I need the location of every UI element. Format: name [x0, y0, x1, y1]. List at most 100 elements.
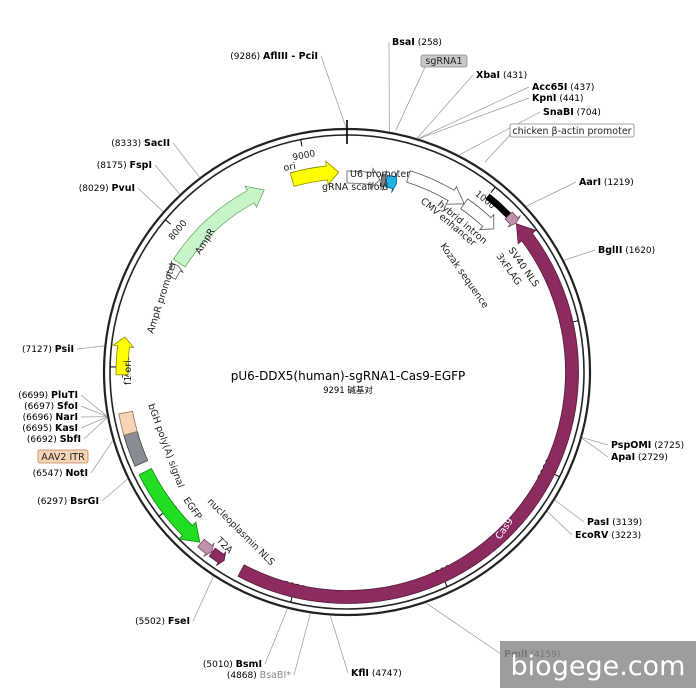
tick-mark — [490, 186, 496, 193]
site-label: XbaI (431) — [476, 70, 527, 81]
site-label: PspOMI (2725) — [611, 440, 684, 451]
site-label: KpnI (441) — [532, 93, 584, 104]
u6-promoter-arrow — [346, 167, 381, 190]
site-label: PasI (3139) — [587, 517, 642, 528]
site-label: BsaI (258) — [392, 37, 442, 48]
site-label: (6692) SbfI — [27, 434, 81, 445]
restriction-sites: BsaI (258) XbaI (431) Acc65I (437)KpnI (44… — [18, 37, 684, 681]
restriction-site: (6699) PluTI — [18, 390, 108, 417]
sv40-nls-arrow — [504, 211, 521, 228]
site-label: (5010) BsmI — [203, 659, 262, 670]
site-leader-line — [329, 615, 349, 674]
site-leader-line — [554, 499, 585, 523]
site-label: KflI (4747) — [351, 668, 402, 679]
site-label: BglII (1620) — [598, 245, 655, 256]
site-label: (5502) FseI — [135, 616, 190, 627]
site-leader-line — [80, 394, 108, 417]
site-leader-line — [80, 405, 108, 417]
site-leader-line — [101, 478, 128, 502]
site-leader-line — [90, 440, 114, 474]
aav2-itr-label: AAV2 ITR — [37, 449, 89, 464]
site-leader-line — [458, 111, 541, 156]
feature-arrows — [112, 160, 579, 604]
site-leader-line — [264, 608, 288, 665]
restriction-site: (7127) PsiI — [22, 344, 105, 355]
site-label: (6697) SfoI — [24, 401, 78, 412]
site-label: SnaBI (704) — [543, 107, 601, 118]
tick-label: 8000 — [167, 218, 190, 242]
site-leader-line — [154, 164, 181, 195]
site-leader-line — [417, 86, 530, 139]
ampr-promoter-label: AmpR promoter — [145, 260, 179, 335]
site-leader-line — [425, 602, 502, 655]
site-label: (6297) BsrGI — [37, 496, 99, 507]
restriction-site: (6692) SbfI — [27, 417, 108, 445]
restriction-site: (6695) KasI — [22, 416, 108, 434]
site-label: Acc65I (437) — [532, 82, 594, 93]
site-label: ApaI (2729) — [611, 452, 668, 463]
restriction-site: BglII (1620) — [563, 245, 655, 261]
cmv-enhancer-arrow — [406, 170, 465, 205]
site-label: AarI (1219) — [579, 177, 634, 188]
site-leader-line — [80, 416, 108, 429]
ampr-promoter-arrow — [166, 263, 184, 280]
site-leader-line — [581, 437, 609, 458]
site-label: (8029) PvuI — [79, 183, 135, 194]
ori-arrow — [289, 160, 340, 187]
restriction-site: Acc65I (437) — [417, 82, 594, 139]
tick-label: 9000 — [292, 149, 317, 163]
site-label: (8333) SacII — [111, 138, 170, 149]
grna-scaffold-label: gRNA scaffold — [322, 182, 388, 193]
site-leader-line — [418, 97, 530, 140]
restriction-site: (4868) BsaBI* — [227, 613, 311, 681]
restriction-site: BsaI (258) — [388, 37, 442, 132]
site-label: (6547) NotI — [33, 468, 88, 479]
hybrid-intron-block — [485, 193, 511, 218]
site-leader-line — [546, 511, 573, 536]
restriction-site: (6547) NotI — [33, 440, 114, 479]
sgrna1-mark — [379, 170, 387, 191]
site-leader-line — [320, 55, 347, 129]
restriction-site: EcoRV (3223) — [546, 511, 641, 541]
restriction-site: XbaI (431) — [416, 70, 527, 139]
site-label: (8175) FspI — [97, 160, 152, 171]
u6-promoter-label: U6 promoter — [350, 169, 410, 180]
site-leader-line — [581, 437, 609, 446]
restriction-site: (9286) AflIII - PciI — [230, 51, 347, 129]
restriction-site: SnaBI (704) — [458, 107, 601, 156]
grna-scaffold-arrow — [384, 172, 397, 193]
site-label: EcoRV (3223) — [575, 530, 641, 541]
site-label: (6696) NarI — [23, 412, 78, 423]
restriction-site: (6696) NarI — [23, 412, 108, 423]
plasmid-title: pU6-DDX5(human)-sgRNA1-Cas9-EGFP — [231, 369, 466, 383]
site-label: (4868) BsaBI* — [227, 670, 291, 681]
site-label: (9286) AflIII - PciI — [230, 51, 318, 62]
site-leader-line — [83, 417, 108, 440]
chicken-actin-promoter-label: chicken β-actin promoter — [484, 123, 635, 163]
site-label: (6695) KasI — [22, 423, 78, 434]
site-leader-line — [137, 187, 164, 212]
ori-label: ori — [283, 161, 297, 174]
restriction-site: (6297) BsrGI — [37, 478, 128, 507]
restriction-site: (5502) FseI — [135, 576, 214, 627]
f1-ori-label: f1 ori — [123, 360, 134, 385]
site-leader-line — [525, 181, 577, 207]
site-leader-line — [563, 249, 596, 261]
restriction-site: AarI (1219) — [525, 177, 634, 207]
restriction-site: (8029) PvuI — [79, 183, 164, 212]
kozak-sequence-label: Kozak sequence — [438, 241, 491, 310]
restriction-site: KpnI (441) — [418, 93, 584, 140]
egfp-arrow — [138, 467, 201, 543]
watermark-text: biogege.com — [511, 651, 686, 682]
restriction-site: (8333) SacII — [111, 138, 201, 178]
site-label: (7127) PsiI — [22, 344, 74, 355]
chicken-actin-arrow — [460, 198, 495, 231]
restriction-site: KflI (4747) — [329, 615, 402, 679]
site-leader-line — [76, 345, 105, 350]
site-leader-line — [192, 576, 214, 622]
f1-ori-arrow — [112, 336, 135, 376]
restriction-site: (8175) FspI — [97, 160, 181, 195]
ampr-arrow — [172, 185, 265, 268]
restriction-site: (6697) SfoI — [24, 401, 108, 417]
